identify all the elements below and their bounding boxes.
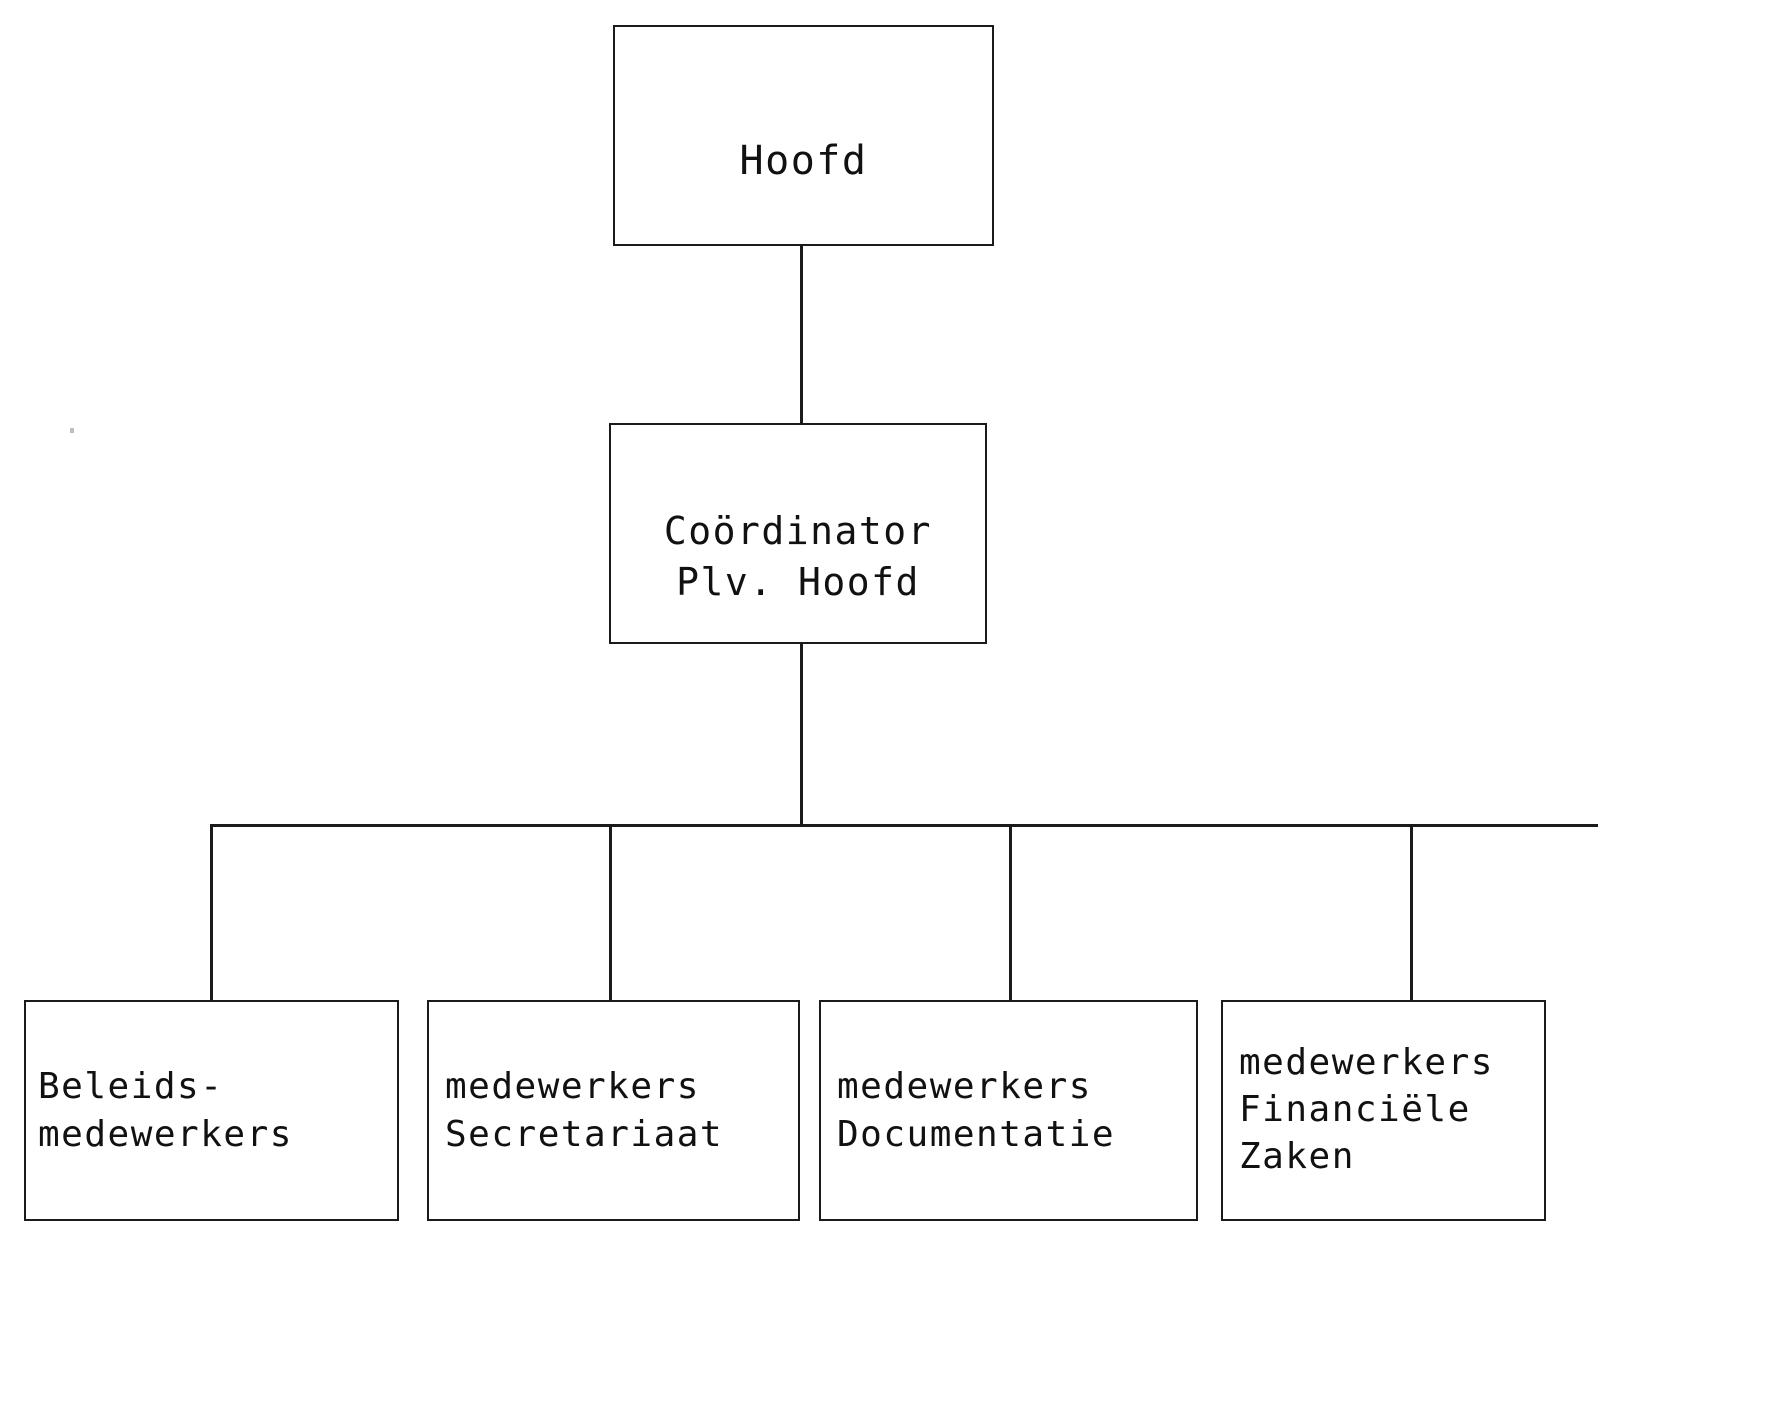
scan-artifact-speck bbox=[70, 428, 74, 433]
connector-horizontal-bus bbox=[210, 824, 1598, 827]
connector-drop-documentatie bbox=[1009, 824, 1012, 1002]
node-hoofd-label: Hoofd bbox=[739, 138, 868, 185]
node-coordinator-label: Coördinator Plv. Hoofd bbox=[663, 509, 933, 604]
node-beleidsmedewerkers[interactable]: Beleids- medewerkers bbox=[24, 1000, 399, 1221]
connector-drop-financiele-zaken bbox=[1410, 824, 1413, 1002]
node-hoofd[interactable]: Hoofd bbox=[613, 25, 994, 246]
connector-drop-secretariaat bbox=[609, 824, 612, 1002]
connector-coordinator-to-bus bbox=[800, 642, 803, 827]
node-secretariaat-label: medewerkers Secretariaat bbox=[445, 1065, 724, 1155]
node-financiele-zaken-label: medewerkers Financiële Zaken bbox=[1239, 1042, 1494, 1177]
node-medewerkers-financiele-zaken[interactable]: medewerkers Financiële Zaken bbox=[1221, 1000, 1546, 1221]
connector-hoofd-to-coordinator bbox=[800, 244, 803, 425]
connector-drop-beleidsmedewerkers bbox=[210, 824, 213, 1002]
node-beleidsmedewerkers-label: Beleids- medewerkers bbox=[38, 1065, 293, 1155]
node-medewerkers-secretariaat[interactable]: medewerkers Secretariaat bbox=[427, 1000, 800, 1221]
node-coordinator-plv-hoofd[interactable]: Coördinator Plv. Hoofd bbox=[609, 423, 987, 644]
node-documentatie-label: medewerkers Documentatie bbox=[837, 1065, 1116, 1155]
node-medewerkers-documentatie[interactable]: medewerkers Documentatie bbox=[819, 1000, 1198, 1221]
